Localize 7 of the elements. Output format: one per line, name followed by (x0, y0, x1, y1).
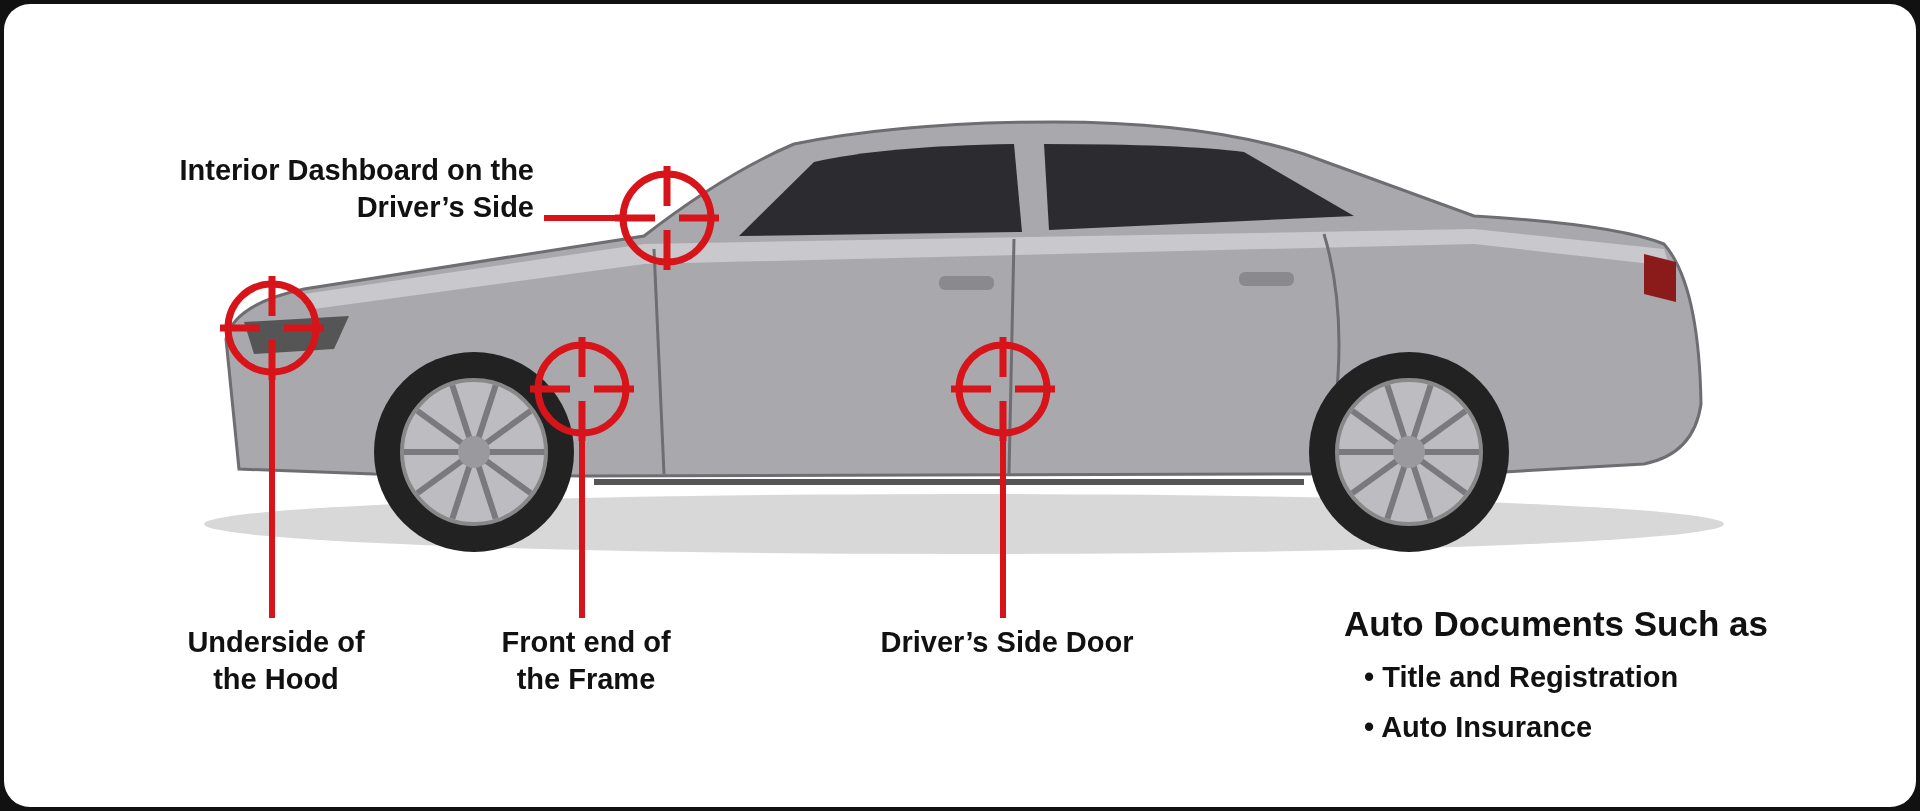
bullet-item: • Auto Insurance (1364, 710, 1593, 745)
callout-text: Front end of the Frame (476, 624, 696, 698)
callout-text: Interior Dashboard on the Driver’s Side (144, 152, 534, 226)
callout-text: Driver’s Side Door (837, 624, 1177, 661)
callout-text: Underside of the Hood (166, 624, 386, 698)
heading: Auto Documents Such as (1344, 603, 1768, 645)
bullet-item: • Title and Registration (1364, 660, 1679, 695)
